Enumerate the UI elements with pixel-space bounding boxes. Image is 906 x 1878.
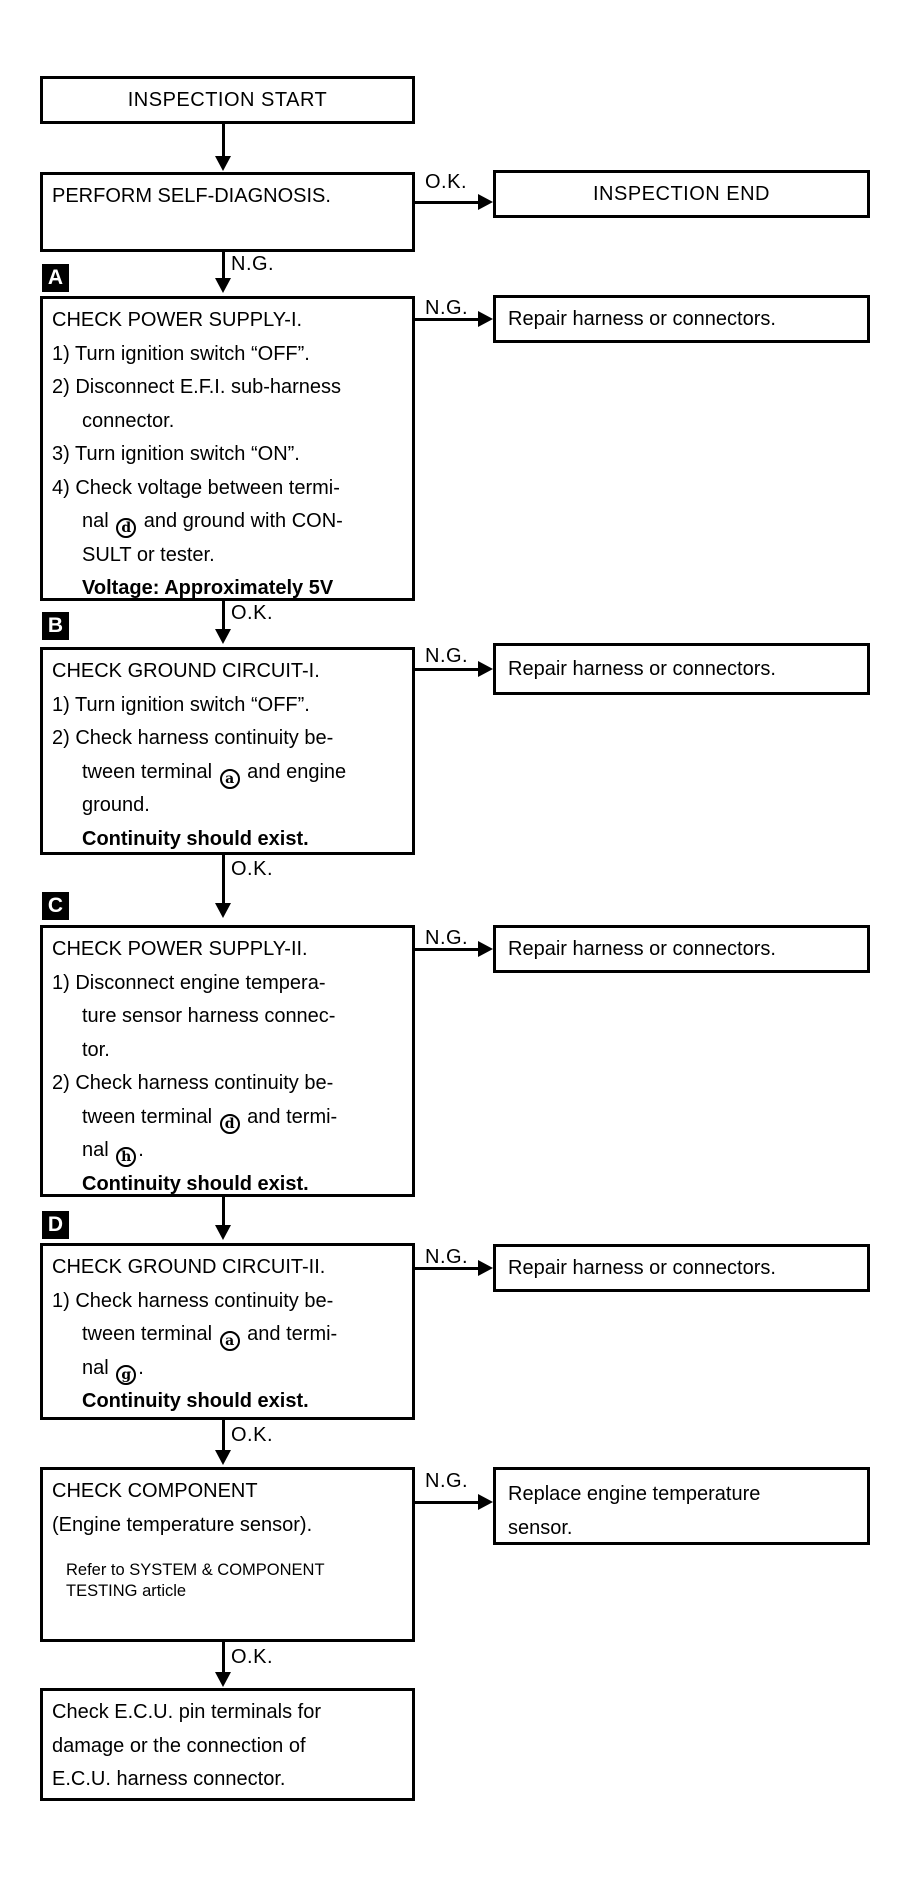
- ok-label: O.K.: [425, 171, 468, 193]
- ok-label: O.K.: [231, 1424, 274, 1446]
- node-repair-harness-2: Repair harness or connectors.: [493, 643, 870, 695]
- step-marker-a: A: [42, 264, 69, 292]
- connector-line: [415, 318, 479, 321]
- node-check-ground-circuit-1-text: CHECK GROUND CIRCUIT-I.1) Turn ignition …: [52, 660, 347, 850]
- arrowhead-right-icon: [478, 1260, 493, 1276]
- connector-line: [222, 1197, 225, 1227]
- node-replace-sensor-label: Replace engine temperature sensor.: [508, 1483, 761, 1539]
- node-repair-harness-4: Repair harness or connectors.: [493, 1244, 870, 1292]
- arrowhead-down-icon: [215, 1672, 231, 1687]
- ng-label: N.G.: [425, 927, 469, 949]
- arrowhead-right-icon: [478, 1494, 493, 1510]
- node-check-component-text: CHECK COMPONENT(Engine temperature senso…: [52, 1480, 325, 1600]
- terminal-g-circle-icon: g: [116, 1364, 137, 1385]
- arrowhead-down-icon: [215, 1225, 231, 1240]
- step-marker-b: B: [42, 612, 69, 640]
- node-check-power-supply-1-text: CHECK POWER SUPPLY-I.1) Turn ignition sw…: [52, 309, 343, 599]
- node-check-ground-circuit-2: CHECK GROUND CIRCUIT-II.1) Check harness…: [40, 1243, 415, 1420]
- arrowhead-down-icon: [215, 1450, 231, 1465]
- node-check-ground-circuit-2-text: CHECK GROUND CIRCUIT-II.1) Check harness…: [52, 1256, 338, 1412]
- node-inspection-start-label: INSPECTION START: [127, 88, 328, 111]
- arrowhead-down-icon: [215, 156, 231, 171]
- terminal-a-circle-icon: a: [219, 1331, 240, 1351]
- connector-line: [415, 201, 479, 204]
- node-repair-harness-3: Repair harness or connectors.: [493, 925, 870, 973]
- node-repair-harness-4-label: Repair harness or connectors.: [508, 1256, 776, 1279]
- node-inspection-end: INSPECTION END: [493, 170, 870, 218]
- step-marker-d: D: [42, 1211, 69, 1239]
- node-perform-self-diagnosis-title: PERFORM SELF-DIAGNOSIS.: [52, 185, 331, 207]
- arrowhead-right-icon: [478, 311, 493, 327]
- node-repair-harness-3-label: Repair harness or connectors.: [508, 937, 776, 960]
- node-check-ground-circuit-1: CHECK GROUND CIRCUIT-I.1) Turn ignition …: [40, 647, 415, 855]
- node-check-power-supply-2: CHECK POWER SUPPLY-II.1) Disconnect engi…: [40, 925, 415, 1197]
- step-marker-c: C: [42, 892, 69, 920]
- node-check-power-supply-2-text: CHECK POWER SUPPLY-II.1) Disconnect engi…: [52, 938, 338, 1195]
- node-repair-harness-1: Repair harness or connectors.: [493, 295, 870, 343]
- ng-label: N.G.: [425, 1246, 469, 1268]
- terminal-h-circle-icon: h: [116, 1147, 137, 1167]
- arrowhead-right-icon: [478, 661, 493, 677]
- terminal-a-circle-icon: a: [219, 768, 240, 789]
- connector-line: [222, 252, 225, 280]
- ok-label: O.K.: [231, 602, 274, 624]
- node-check-component: CHECK COMPONENT(Engine temperature senso…: [40, 1467, 415, 1642]
- connector-line: [415, 948, 479, 951]
- terminal-d-circle-icon: d: [219, 1113, 240, 1134]
- arrowhead-right-icon: [478, 941, 493, 957]
- ok-label: O.K.: [231, 858, 274, 880]
- ng-label: N.G.: [425, 645, 469, 667]
- arrowhead-down-icon: [215, 278, 231, 293]
- arrowhead-down-icon: [215, 903, 231, 918]
- node-inspection-start: INSPECTION START: [40, 76, 415, 124]
- connector-line: [222, 1420, 225, 1452]
- connector-line: [222, 1642, 225, 1674]
- connector-line: [415, 668, 479, 671]
- node-check-power-supply-1: CHECK POWER SUPPLY-I.1) Turn ignition sw…: [40, 296, 415, 601]
- ng-label: N.G.: [231, 253, 275, 275]
- connector-line: [222, 124, 225, 158]
- node-replace-sensor: Replace engine temperature sensor.: [493, 1467, 870, 1545]
- node-perform-self-diagnosis: PERFORM SELF-DIAGNOSIS.: [40, 172, 415, 252]
- terminal-d-circle-icon: d: [116, 518, 137, 538]
- arrowhead-right-icon: [478, 194, 493, 210]
- connector-line: [415, 1501, 479, 1504]
- ng-label: N.G.: [425, 1470, 469, 1492]
- connector-line: [222, 601, 225, 631]
- node-repair-harness-2-label: Repair harness or connectors.: [508, 657, 776, 680]
- node-inspection-end-label: INSPECTION END: [592, 182, 771, 205]
- connector-line: [415, 1267, 479, 1270]
- connector-line: [222, 855, 225, 905]
- node-repair-harness-1-label: Repair harness or connectors.: [508, 307, 776, 330]
- arrowhead-down-icon: [215, 629, 231, 644]
- ok-label: O.K.: [231, 1646, 274, 1668]
- ng-label: N.G.: [425, 297, 469, 319]
